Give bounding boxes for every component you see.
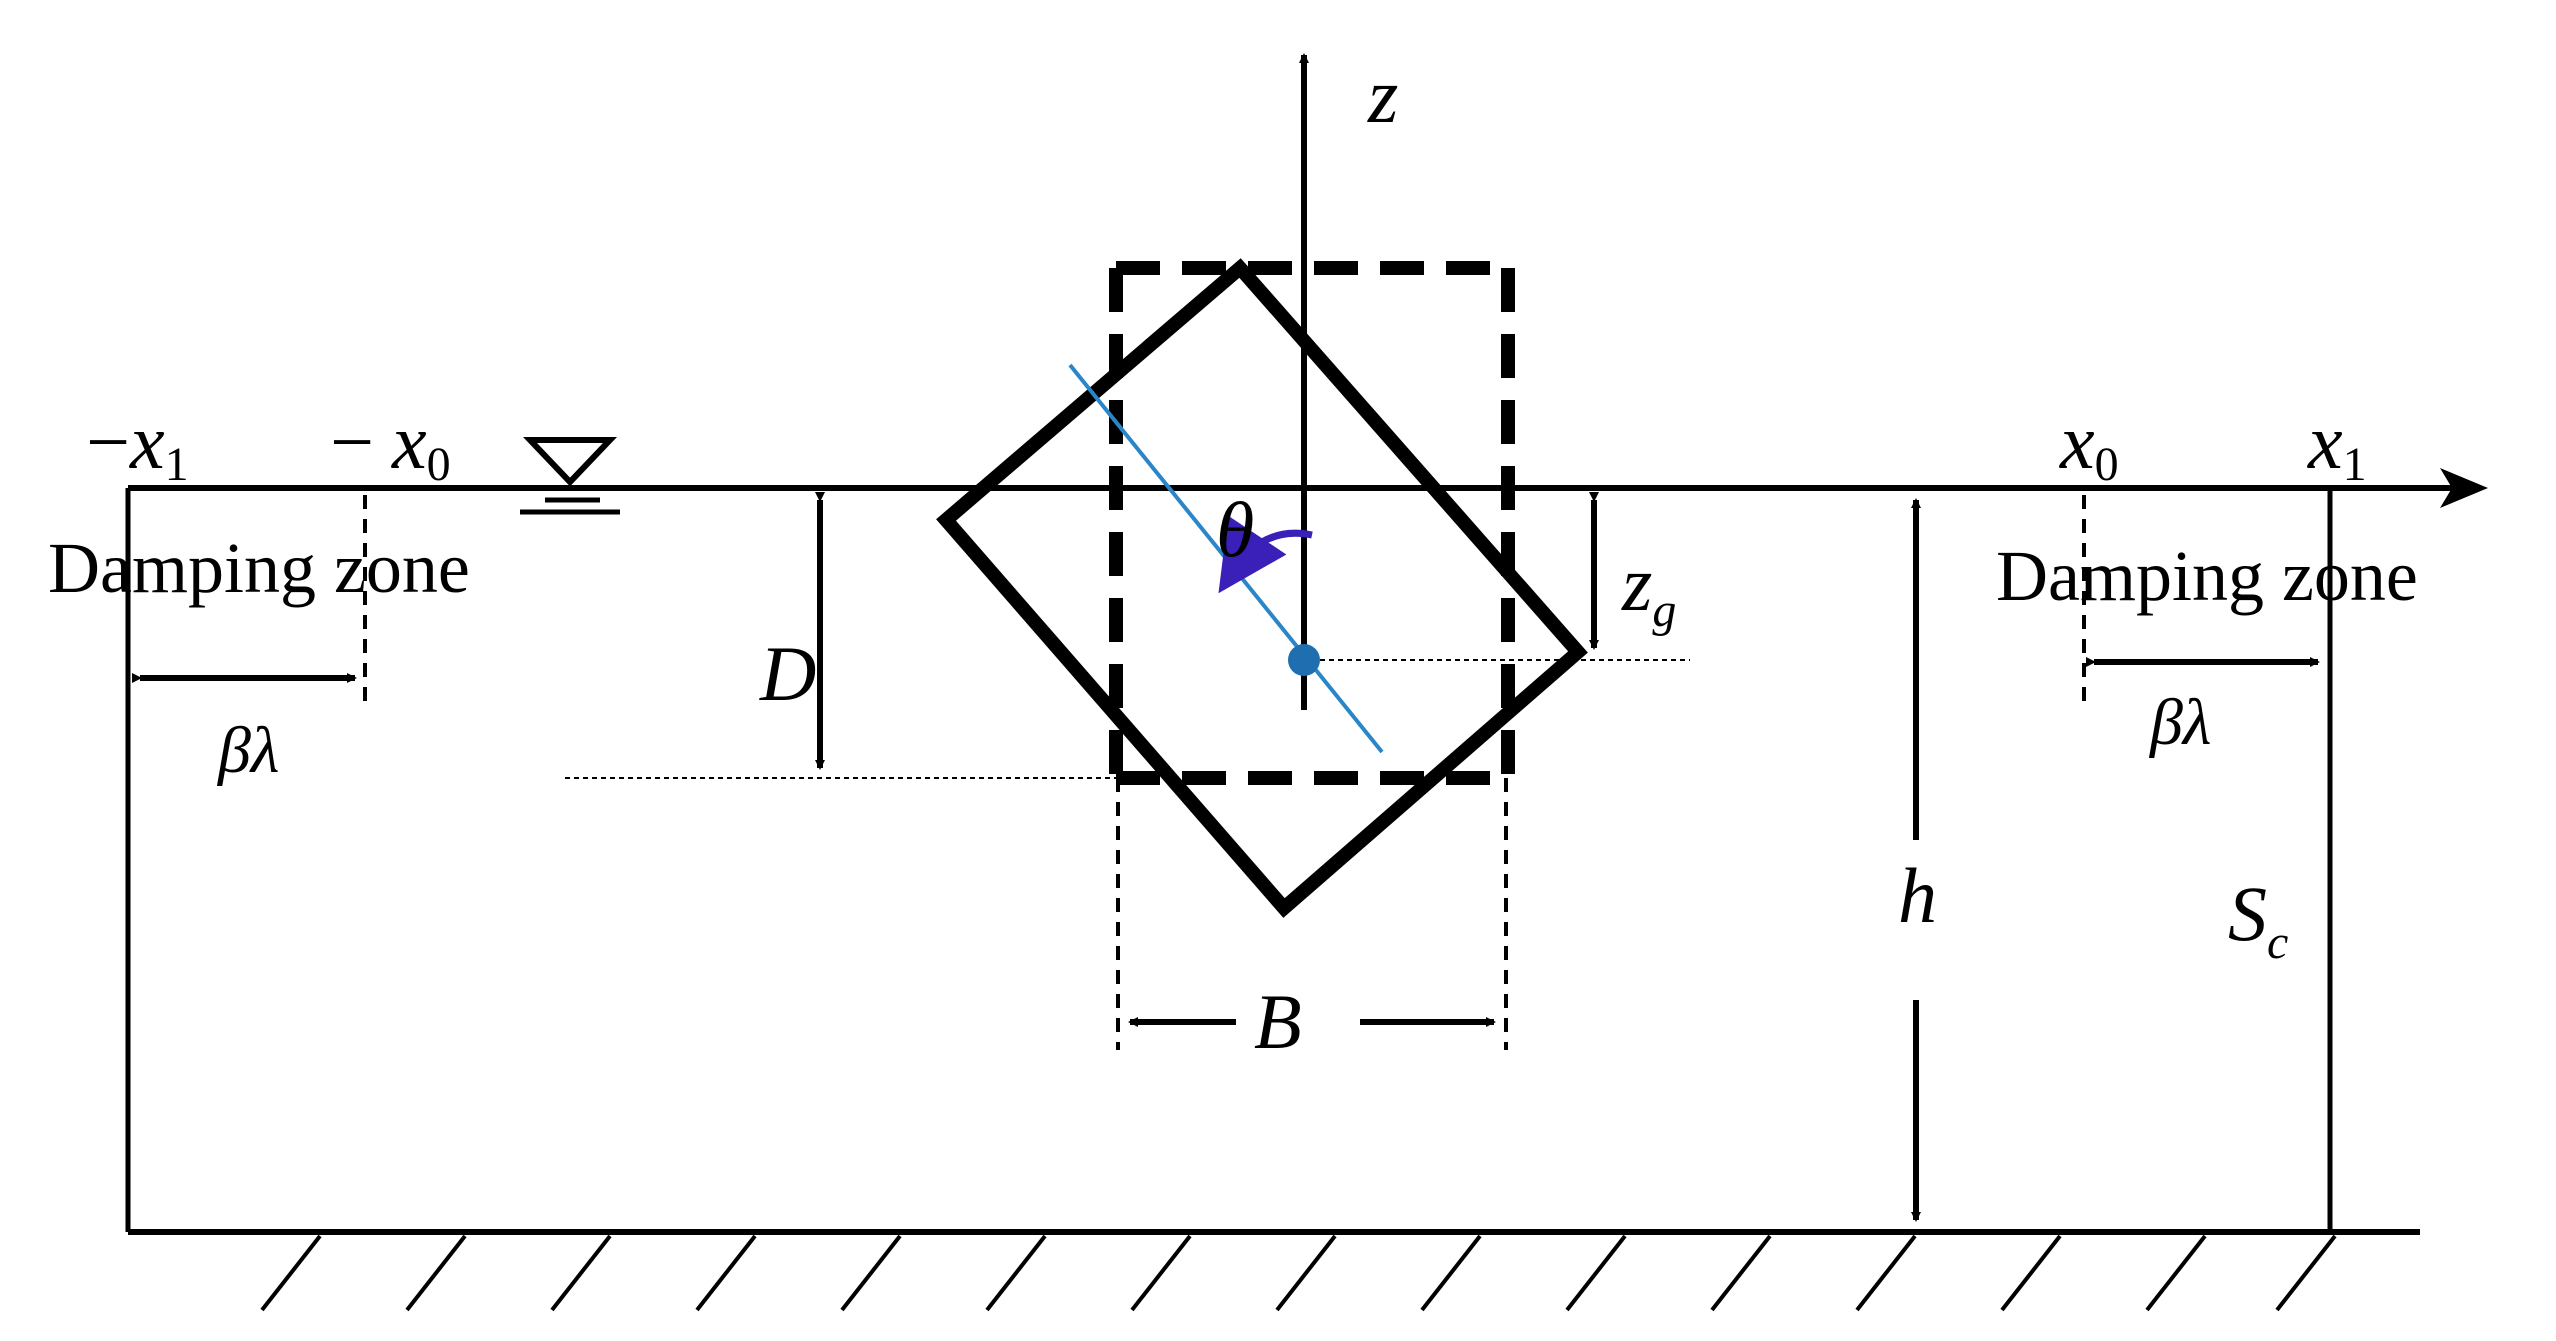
x-axis-arrowhead [2440, 468, 2488, 508]
seabed-hatching [260, 1234, 2337, 1312]
label-damping-zone-left: Damping zone [48, 528, 470, 608]
label-sc: Sc [2228, 870, 2288, 969]
label-b: B [1254, 978, 1302, 1065]
label-d: D [759, 630, 816, 717]
water-level-symbol [520, 437, 620, 515]
tank [125, 468, 2488, 1235]
label-beta-lambda-right: βλ [2148, 686, 2211, 759]
rotated-body [936, 258, 1588, 918]
label-x0: x0 [2059, 398, 2119, 491]
label-beta-lambda-left: βλ [216, 714, 279, 787]
label-theta: θ [1216, 486, 1254, 573]
label-neg-x1: −x1 [86, 398, 189, 491]
label-x1: x1 [2307, 398, 2367, 491]
label-z-axis: z [1367, 52, 1398, 139]
centroid-dot [1288, 644, 1320, 676]
upright-body-outline [1109, 261, 1515, 785]
label-h: h [1898, 852, 1937, 939]
label-zg: zg [1621, 540, 1676, 637]
label-neg-x0: −x0 [330, 398, 451, 491]
theta-arc [1218, 515, 1313, 594]
label-damping-zone-right: Damping zone [1996, 536, 2418, 616]
